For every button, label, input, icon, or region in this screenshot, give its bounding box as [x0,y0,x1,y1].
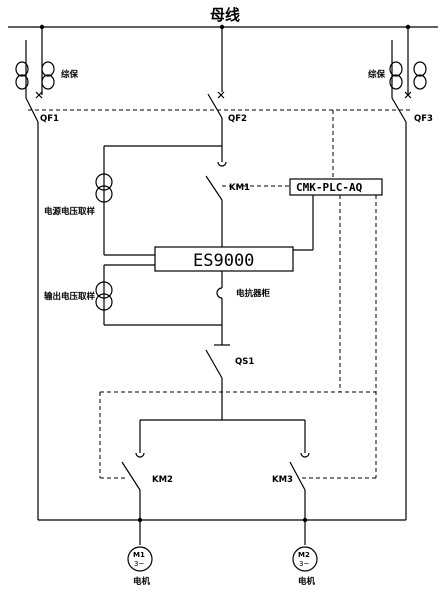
es9000-label: ES9000 [193,251,254,271]
motor-2-id: M2 [298,551,310,559]
bus-bar [8,24,438,30]
motor-1-phase: 3~ [134,560,144,568]
qf2-label: QF2 [228,114,247,124]
es9000-box [154,246,294,272]
bottom-bus [38,517,406,523]
source-voltage-label: 电源电压取样 [44,206,96,217]
output-voltage-transformer [95,264,222,326]
qs1-label: QS1 [235,357,254,367]
protect-right-label: 综保 [368,69,386,80]
plc-label: CMK-PLC-AQ [296,181,363,194]
motor-1 [127,546,153,572]
qf3-label: QF3 [414,114,433,124]
qs1-isolator [205,344,230,420]
reactor [216,271,223,345]
qf1-breaker [25,97,39,520]
ct-left [15,27,55,98]
motor-2-phase: 3~ [299,560,309,568]
km1-contactor [205,161,227,250]
km3-contactor [289,452,310,545]
qf3-breaker [391,97,407,520]
motor-2-label: 电机 [298,576,316,587]
qf2-breaker [207,27,223,162]
km2-contactor [121,452,145,545]
protect-left-label: 综保 [61,69,79,80]
qf1-label: QF1 [40,114,59,124]
breaker-contact-marks [35,91,412,99]
branch-bus [139,419,306,453]
ct-right [389,27,427,98]
bus-label: 母线 [210,6,240,24]
plc-box [289,178,383,196]
output-voltage-label: 输出电压取样 [44,291,96,302]
km2-label: KM2 [152,475,173,485]
motor-2 [292,546,318,572]
reactor-label: 电抗器柜 [236,288,271,299]
km1-label: KM1 [229,183,250,193]
km3-label: KM3 [272,475,293,485]
motor-1-label: 电机 [133,576,151,587]
control-dashes [99,195,377,479]
source-voltage-transformer [95,145,222,256]
motor-1-id: M1 [133,551,145,559]
